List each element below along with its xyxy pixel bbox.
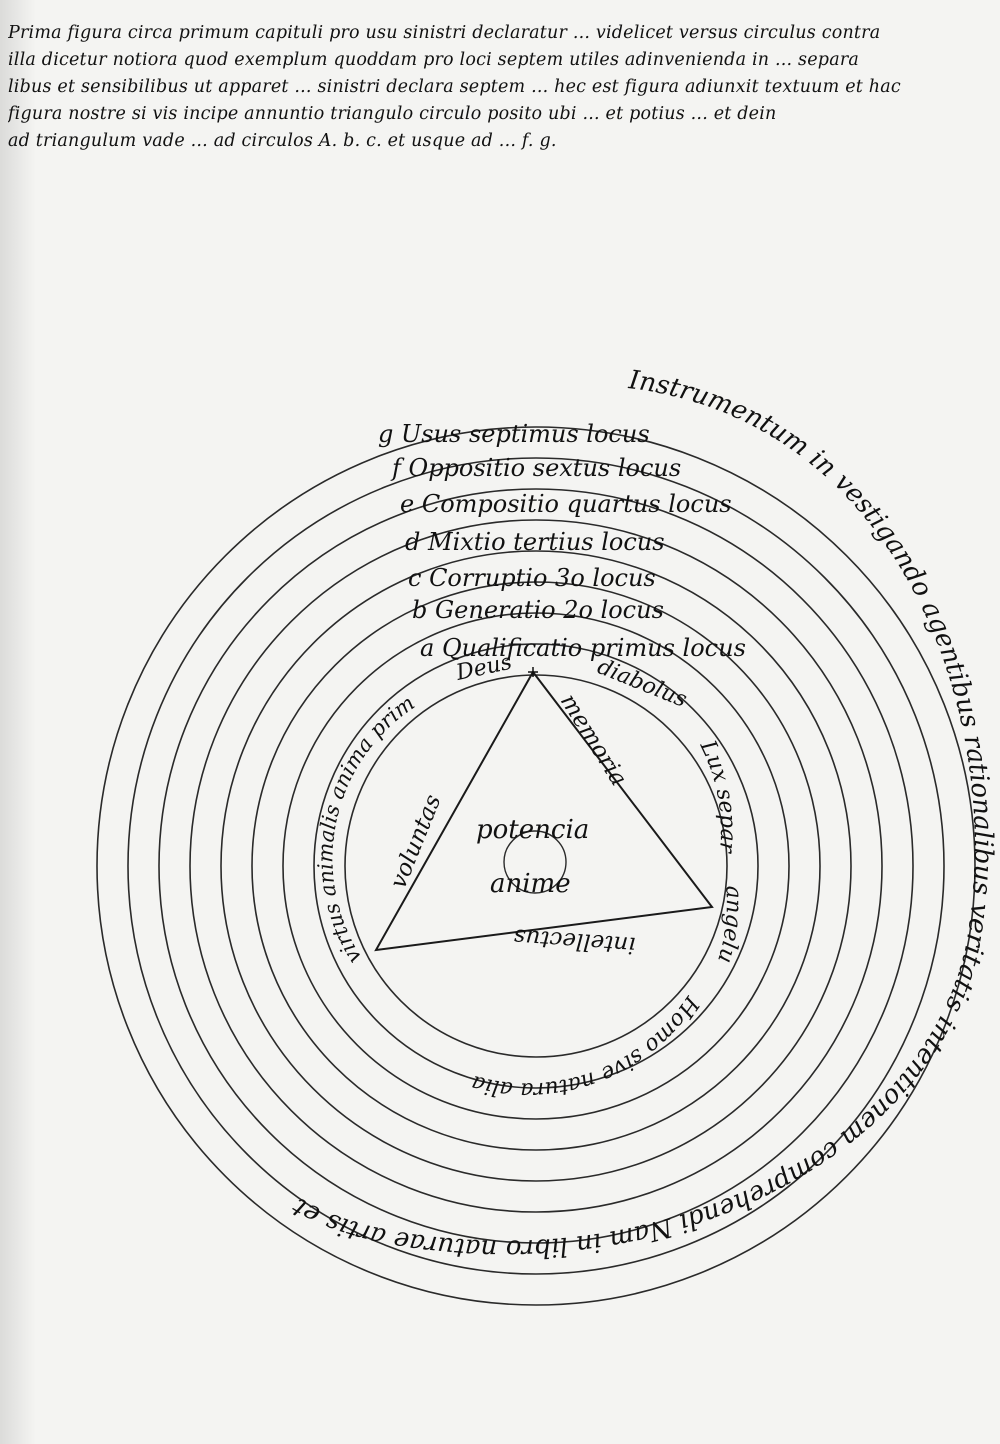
center-labels: potencia anime — [476, 815, 589, 899]
ring — [251, 581, 821, 1151]
header-line: illa dicetur notiora quod exemplum quodd… — [8, 50, 860, 70]
ring — [189, 519, 883, 1213]
locus-label: a Qualificatio primus locus — [420, 634, 746, 662]
ring-label-right-lower-text: angelus — [0, 0, 746, 966]
ring-label-right-lower: angelus — [0, 0, 746, 966]
locus-label: d Mixtio tertius locus — [405, 528, 665, 556]
concentric-rings — [96, 426, 976, 1306]
ring-label-bottom-text: Homo sive natura alia — [469, 991, 705, 1103]
loci-list: g Usus septimus locus f Oppositio sextus… — [378, 420, 746, 662]
header-line: libus et sensibilibus ut apparet ... sin… — [8, 77, 901, 97]
header-line: Prima figura circa primum capituli pro u… — [8, 23, 881, 43]
ring-label-left-text: virtus animalis anima prima separata ang… — [0, 0, 419, 968]
ring — [220, 550, 852, 1182]
header-line: ad triangulum vade ... ad circulos A. b.… — [8, 131, 557, 151]
center-label-anime: anime — [490, 869, 571, 899]
inscribed-triangle — [374, 670, 714, 952]
locus-label: c Corruptio 3o locus — [408, 564, 656, 592]
ring — [282, 612, 790, 1120]
triangle-label-intellectus: intellectus — [513, 923, 637, 957]
ring — [127, 457, 945, 1275]
apex-marks — [528, 667, 538, 677]
binding-shadow — [0, 0, 36, 1444]
ring — [158, 488, 914, 1244]
ring — [96, 426, 976, 1306]
locus-label: e Compositio quartus locus — [400, 490, 732, 518]
locus-label: g Usus septimus locus — [378, 420, 650, 448]
ring-label-diabolus: diabolus — [594, 654, 691, 712]
locus-label: f Oppositio sextus locus — [390, 454, 681, 482]
center-label-potencia: potencia — [476, 815, 589, 845]
header-paragraph: Prima figura circa primum capituli pro u… — [8, 20, 988, 155]
center-small-circle — [503, 830, 567, 894]
ring-label-bottom: Homo sive natura alia — [469, 991, 705, 1103]
ring — [313, 643, 759, 1089]
ring-label-left: virtus animalis anima prima separata ang… — [0, 0, 419, 968]
header-line: figura nostre si vis incipe annuntio tri… — [8, 104, 777, 124]
locus-label: b Generatio 2o locus — [412, 596, 664, 624]
triangle-label-memoria: memoria — [555, 689, 632, 790]
